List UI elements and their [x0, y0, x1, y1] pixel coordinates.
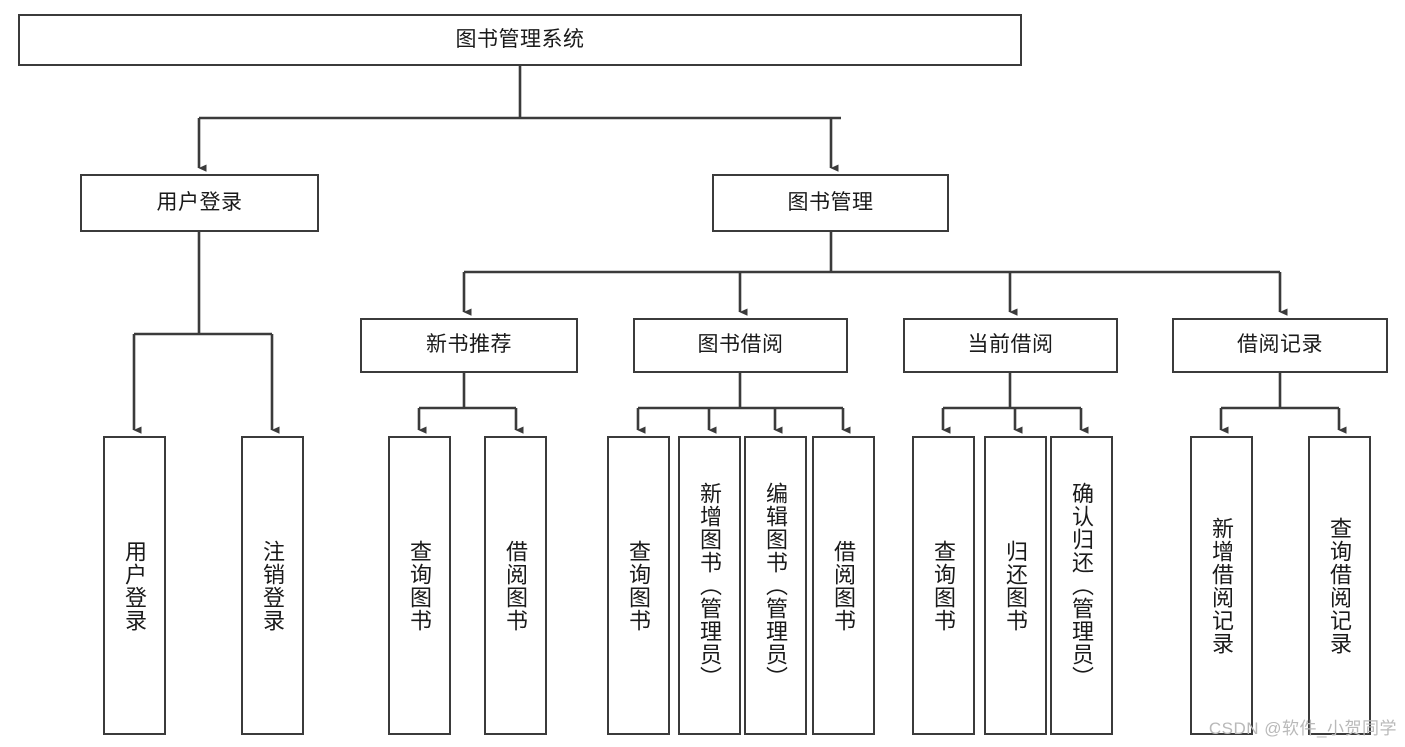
leaf-query-borrow-record-label: 查询借阅记录: [1327, 516, 1353, 655]
connector-group-book-management: [462, 232, 1288, 316]
node-root-label: 图书管理系统: [455, 27, 585, 51]
node-book-borrow[interactable]: 图书借阅: [633, 318, 848, 373]
connector-group-root: [197, 66, 841, 172]
leaf-add-book-admin[interactable]: 新增图书（管理员）: [678, 436, 741, 735]
leaf-add-book-admin-label: 新增图书（管理员）: [697, 482, 723, 689]
leaf-confirm-return-admin-label: 确认归还（管理员）: [1069, 482, 1095, 689]
node-borrow-record-label: 借阅记录: [1237, 333, 1323, 357]
leaf-query-book-current[interactable]: 查询图书: [912, 436, 975, 735]
node-book-management[interactable]: 图书管理: [712, 174, 949, 232]
node-book-management-label: 图书管理: [787, 190, 874, 214]
node-root[interactable]: 图书管理系统: [18, 14, 1022, 66]
node-current-borrow[interactable]: 当前借阅: [903, 318, 1118, 373]
leaf-query-book-borrow-label: 查询图书: [626, 539, 652, 632]
leaf-logout-label: 注销登录: [260, 539, 286, 632]
leaf-edit-book-admin-label: 编辑图书（管理员）: [763, 482, 789, 689]
leaf-borrow-book-recommend[interactable]: 借阅图书: [484, 436, 547, 735]
leaf-query-book-borrow[interactable]: 查询图书: [607, 436, 670, 735]
leaf-confirm-return-admin[interactable]: 确认归还（管理员）: [1050, 436, 1113, 735]
leaf-query-book-current-label: 查询图书: [931, 539, 957, 632]
leaf-return-book-label: 归还图书: [1003, 539, 1029, 632]
connector-group-current-borrow: [941, 373, 1089, 434]
leaf-logout[interactable]: 注销登录: [241, 436, 304, 735]
leaf-user-login-label: 用户登录: [122, 539, 148, 632]
leaf-query-borrow-record[interactable]: 查询借阅记录: [1308, 436, 1371, 735]
leaf-add-borrow-record[interactable]: 新增借阅记录: [1190, 436, 1253, 735]
leaf-return-book[interactable]: 归还图书: [984, 436, 1047, 735]
node-new-book-recommend[interactable]: 新书推荐: [360, 318, 578, 373]
node-new-book-recommend-label: 新书推荐: [426, 333, 512, 357]
leaf-add-borrow-record-label: 新增借阅记录: [1209, 516, 1235, 655]
leaf-borrow-book-recommend-label: 借阅图书: [503, 539, 529, 632]
node-borrow-record[interactable]: 借阅记录: [1172, 318, 1388, 373]
leaf-borrow-book[interactable]: 借阅图书: [812, 436, 875, 735]
connector-group-user-login: [132, 232, 280, 434]
leaf-user-login[interactable]: 用户登录: [103, 436, 166, 735]
leaf-query-book-recommend-label: 查询图书: [407, 539, 433, 632]
connector-group-book-borrow: [636, 373, 851, 434]
connector-group-new-book-recommend: [417, 373, 524, 434]
connector-group-borrow-record: [1219, 373, 1347, 434]
node-book-borrow-label: 图书借阅: [697, 333, 784, 357]
node-user-login-label: 用户登录: [156, 190, 243, 214]
leaf-borrow-book-label: 借阅图书: [831, 539, 857, 632]
node-user-login[interactable]: 用户登录: [80, 174, 319, 232]
leaf-query-book-recommend[interactable]: 查询图书: [388, 436, 451, 735]
node-current-borrow-label: 当前借阅: [967, 333, 1054, 357]
leaf-edit-book-admin[interactable]: 编辑图书（管理员）: [744, 436, 807, 735]
